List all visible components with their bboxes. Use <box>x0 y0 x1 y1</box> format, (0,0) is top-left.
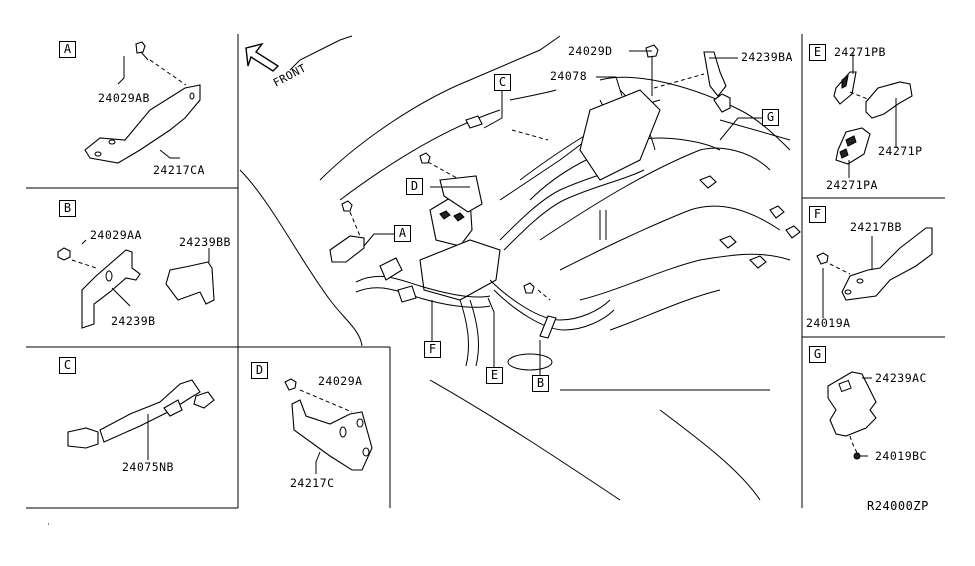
part-label-24217CA[interactable]: 24217CA <box>153 163 205 177</box>
part-label-24239B[interactable]: 24239B <box>111 314 156 328</box>
panel-c-callout: C <box>59 357 76 374</box>
panel-c-art <box>67 379 215 460</box>
part-label-24271PA[interactable]: 24271PA <box>826 178 878 192</box>
panel-b-art <box>57 239 215 329</box>
main-callout-g[interactable]: G <box>762 109 779 126</box>
panel-e-callout: E <box>809 44 826 61</box>
panel-a-callout: A <box>59 41 76 58</box>
panel-g-callout: G <box>809 346 826 363</box>
part-label-24271P[interactable]: 24271P <box>878 144 923 158</box>
panel-f-art <box>816 227 933 318</box>
main-callout-f[interactable]: F <box>424 341 441 358</box>
main-callout-a[interactable]: A <box>394 225 411 242</box>
panel-a-art <box>84 41 201 164</box>
panel-d-art <box>284 378 373 474</box>
main-callout-c[interactable]: C <box>494 74 511 91</box>
part-label-24029A[interactable]: 24029A <box>318 374 363 388</box>
part-label-24217C[interactable]: 24217C <box>290 476 335 490</box>
main-callout-d[interactable]: D <box>406 178 423 195</box>
part-label-24239AC[interactable]: 24239AC <box>875 371 927 385</box>
front-arrow-icon <box>245 42 280 72</box>
part-label-24217BB[interactable]: 24217BB <box>850 220 902 234</box>
part-label-24019A[interactable]: 24019A <box>806 316 851 330</box>
diagram-reference-code: R24000ZP <box>867 499 929 513</box>
part-label-24271PB[interactable]: 24271PB <box>834 45 886 59</box>
part-label-24075NB[interactable]: 24075NB <box>122 460 174 474</box>
part-label-24029AA[interactable]: 24029AA <box>90 228 142 242</box>
panel-d-callout: D <box>251 362 268 379</box>
panel-e-art <box>833 52 913 178</box>
part-label-24239BA[interactable]: 24239BA <box>741 50 793 64</box>
part-label-24029D[interactable]: 24029D <box>568 44 613 58</box>
main-callout-e[interactable]: E <box>486 367 503 384</box>
panel-f-callout: F <box>809 206 826 223</box>
panel-b-callout: B <box>59 200 76 217</box>
engine-harness-art <box>239 35 801 501</box>
part-label-24078[interactable]: 24078 <box>550 69 588 83</box>
part-label-24019BC[interactable]: 24019BC <box>875 449 927 463</box>
panel-g-art <box>827 371 877 460</box>
main-callout-b[interactable]: B <box>532 375 549 392</box>
part-label-24029AB[interactable]: 24029AB <box>98 91 150 105</box>
part-label-24239BB[interactable]: 24239BB <box>179 235 231 249</box>
